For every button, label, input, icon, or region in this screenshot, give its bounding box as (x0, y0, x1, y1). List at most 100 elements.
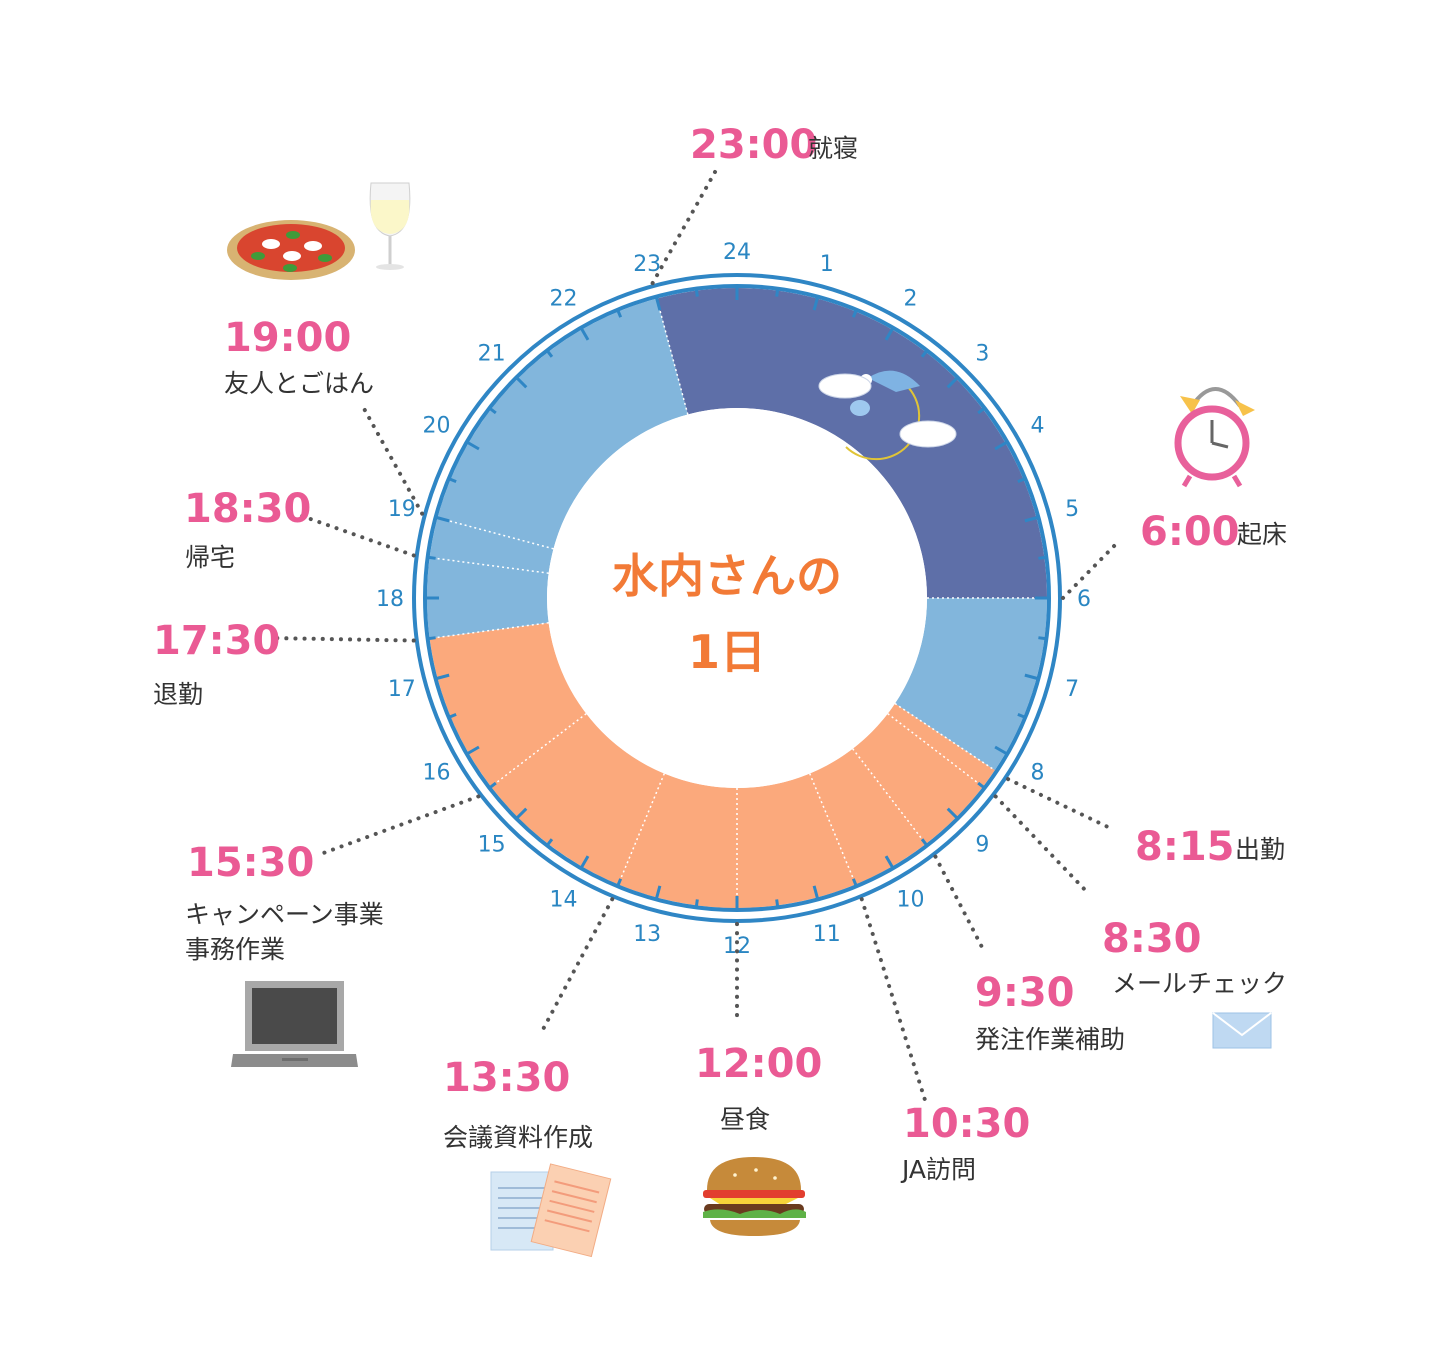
hour-number-23: 23 (633, 252, 661, 277)
segment-home-3 (427, 298, 688, 639)
hour-number-12: 12 (723, 934, 751, 959)
tick-13 (1038, 636, 1047, 641)
hour-number-2: 2 (904, 286, 918, 311)
outer-ring-outer (412, 273, 1062, 923)
center-disc (547, 408, 927, 788)
event-label-1730: 退勤 (153, 680, 203, 709)
divider-11 (437, 517, 554, 550)
tick-10 (1024, 515, 1039, 523)
tick-33 (448, 712, 457, 719)
hour-number-13: 13 (633, 922, 661, 947)
tick-8 (994, 440, 1008, 451)
leader-line-8 (316, 794, 481, 857)
event-label-1530: キャンペーン事業 (185, 900, 384, 929)
leader-line-5 (859, 897, 927, 1102)
leader-line-0 (650, 170, 717, 286)
tick-43 (545, 349, 554, 358)
divider-2 (894, 702, 996, 771)
event-label-1830: 帰宅 (185, 543, 235, 572)
tick-25 (694, 899, 699, 908)
hour-number-15: 15 (478, 832, 506, 857)
event-time-2300: 23:00 (690, 122, 817, 168)
hour-number-7: 7 (1065, 677, 1079, 702)
tick-19 (920, 838, 929, 847)
event-label-0830: メールチェック (1112, 969, 1287, 998)
divider-8 (490, 713, 587, 788)
divider-4 (852, 748, 927, 845)
hour-number-21: 21 (478, 342, 506, 367)
tick-5 (920, 349, 929, 358)
event-time-0600: 6:00 (1140, 509, 1240, 555)
moon-icon (818, 370, 957, 461)
divider-3 (887, 713, 984, 788)
leader-line-4 (933, 854, 987, 955)
hour-number-14: 14 (550, 888, 578, 913)
hour-number-3: 3 (975, 342, 989, 367)
hour-number-1: 1 (820, 252, 834, 277)
tick-44 (579, 327, 590, 341)
tick-31 (488, 781, 497, 790)
leader-line-1 (1061, 538, 1122, 600)
event-label-2300: 就寝 (808, 134, 858, 163)
event-time-1730: 17:30 (153, 618, 280, 664)
hour-number-6: 6 (1077, 587, 1091, 612)
divider-5 (809, 773, 857, 885)
tick-22 (812, 885, 820, 900)
documents-icon (490, 1163, 612, 1258)
divider-9 (429, 622, 549, 640)
tick-11 (1038, 555, 1047, 560)
event-time-1030: 10:30 (903, 1101, 1030, 1147)
event-label-1900: 友人とごはん (224, 369, 374, 398)
segment-sleep-0 (656, 288, 1047, 598)
tick-9 (1017, 477, 1026, 484)
tick-30 (515, 807, 528, 820)
hour-number-4: 4 (1031, 414, 1045, 439)
diagram-title-line2: 1日 (688, 625, 766, 679)
alarm-clock-icon (1174, 387, 1255, 488)
laptop-icon (231, 981, 358, 1067)
event-label-0930: 発注作業補助 (975, 1025, 1125, 1054)
tick-39 (448, 477, 457, 484)
tick-28 (579, 855, 590, 869)
hour-number-20: 20 (422, 414, 450, 439)
tick-14 (1024, 673, 1039, 681)
tick-32 (466, 745, 480, 756)
hour-number-22: 22 (550, 286, 578, 311)
tick-35 (427, 636, 436, 641)
tick-21 (851, 878, 858, 887)
tick-38 (435, 515, 450, 523)
tick-3 (851, 309, 858, 318)
tick-34 (435, 673, 450, 681)
hour-number-8: 8 (1031, 761, 1045, 786)
tick-1 (775, 288, 780, 297)
event-label-1030: JA訪問 (900, 1155, 976, 1184)
tick-37 (427, 555, 436, 560)
hour-number-10: 10 (897, 888, 925, 913)
hour-number-24: 24 (723, 240, 751, 265)
pizza-icon (227, 220, 355, 280)
event-time-0815: 8:15 (1135, 824, 1235, 870)
event-label-1530-line2: 事務作業 (185, 935, 285, 964)
schedule-segments (427, 288, 1047, 908)
event-label-1330: 会議資料作成 (443, 1123, 593, 1152)
leader-line-11 (360, 403, 425, 516)
tick-27 (616, 878, 623, 887)
tick-20 (884, 855, 895, 869)
divider-7 (617, 773, 665, 885)
hour-number-17: 17 (388, 677, 416, 702)
hour-number-9: 9 (975, 832, 989, 857)
event-label-1200: 昼食 (720, 1105, 770, 1134)
envelope-icon (1212, 1012, 1272, 1049)
event-time-0930: 9:30 (975, 970, 1075, 1016)
leader-line-2 (1006, 777, 1112, 830)
event-time-0830: 8:30 (1102, 916, 1202, 962)
tick-7 (977, 406, 986, 415)
event-leader-lines (268, 170, 1122, 1102)
hour-ticks (425, 286, 1049, 910)
divider-10 (429, 556, 549, 574)
hamburger-icon (703, 1157, 806, 1236)
leader-line-9 (268, 636, 416, 643)
half-hour-dividers (429, 298, 1047, 908)
wine-glass-icon (369, 182, 411, 270)
